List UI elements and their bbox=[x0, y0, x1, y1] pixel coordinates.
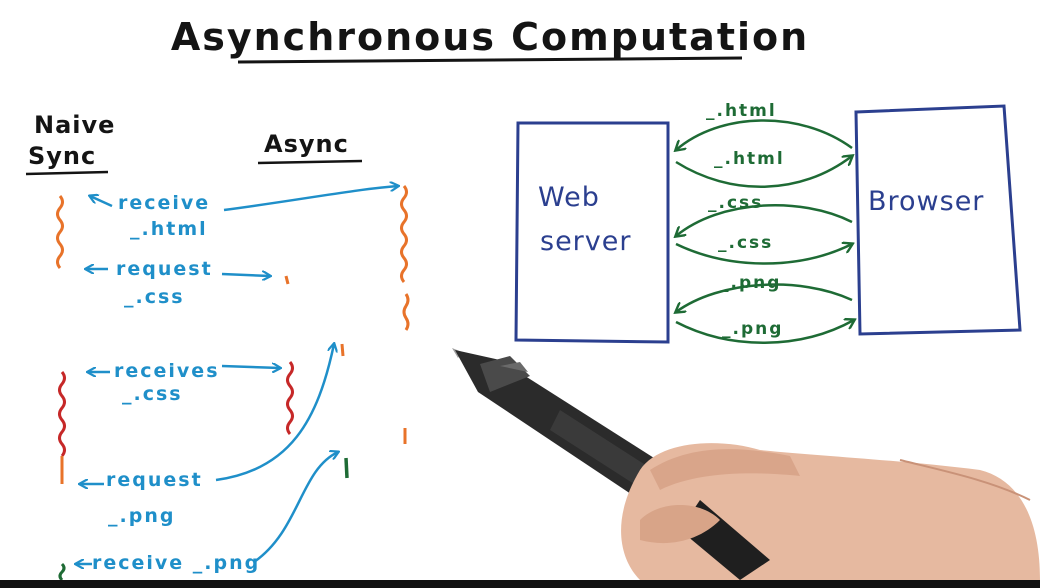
browser-box bbox=[854, 104, 1022, 336]
arrow-css-receive-to-async bbox=[221, 366, 280, 368]
async-label: Async bbox=[264, 130, 349, 158]
step-request-css-file: _.css bbox=[124, 286, 185, 308]
msg-arrow-png-request bbox=[676, 283, 853, 312]
msg-html-request-label: _.html bbox=[706, 101, 777, 121]
msg-arrow-html-response bbox=[675, 156, 852, 189]
async-tick-png-request bbox=[340, 343, 345, 357]
web-server-box bbox=[514, 121, 670, 344]
web-server-label-line2: server bbox=[540, 226, 631, 257]
step-receive-html-file: _.html bbox=[130, 218, 208, 240]
async-squiggle-html bbox=[400, 185, 408, 283]
async-squiggle-css-segment bbox=[402, 293, 410, 331]
async-tick-css-request bbox=[284, 275, 290, 285]
sync-underline bbox=[25, 170, 109, 176]
step-request-css: request bbox=[116, 258, 213, 280]
step-request-png-file: _.png bbox=[108, 505, 175, 527]
arrow-css-request-to-async bbox=[221, 274, 270, 276]
async-tick-png-receive bbox=[344, 457, 349, 479]
page-title: Asynchronous Computation bbox=[171, 15, 809, 59]
browser-label: Browser bbox=[868, 186, 984, 217]
msg-css-response-label: _.css bbox=[718, 233, 773, 253]
step-receive-png: receive _.png bbox=[92, 552, 260, 574]
msg-png-response-label: _.png bbox=[722, 319, 783, 339]
arrow-png-receive-to-async bbox=[253, 452, 338, 564]
msg-arrow-png-response bbox=[675, 320, 854, 344]
step-receive-html: receive bbox=[118, 192, 210, 214]
naive-label: Naive bbox=[34, 111, 115, 139]
msg-arrow-css-request bbox=[676, 204, 853, 236]
msg-png-request-label: _.png bbox=[720, 273, 781, 293]
msg-arrow-html-request bbox=[676, 119, 853, 150]
msg-arrow-css-response bbox=[675, 244, 852, 265]
sync-squiggle-html bbox=[56, 195, 64, 269]
title-underline bbox=[237, 56, 743, 64]
arrow-html-to-async bbox=[223, 186, 398, 212]
step-request-png: request bbox=[106, 469, 203, 491]
sync-squiggle-css bbox=[58, 371, 66, 457]
async-underline bbox=[257, 159, 363, 165]
sync-label: Sync bbox=[28, 142, 96, 170]
hand-with-pen-image bbox=[452, 348, 1040, 580]
arrow-png-request-to-async bbox=[215, 344, 334, 482]
step-receives-css-file: _.css bbox=[122, 383, 183, 405]
step-receives-css: receives bbox=[114, 360, 220, 382]
sync-squiggle-png bbox=[58, 562, 66, 582]
arrow-receive-html bbox=[90, 196, 113, 208]
msg-html-response-label: _.html bbox=[714, 149, 785, 169]
async-squiggle-css-receive bbox=[286, 361, 294, 435]
msg-css-request-label: _.css bbox=[708, 193, 763, 213]
web-server-label-line1: Web bbox=[538, 182, 600, 213]
bottom-bar bbox=[0, 580, 1040, 588]
